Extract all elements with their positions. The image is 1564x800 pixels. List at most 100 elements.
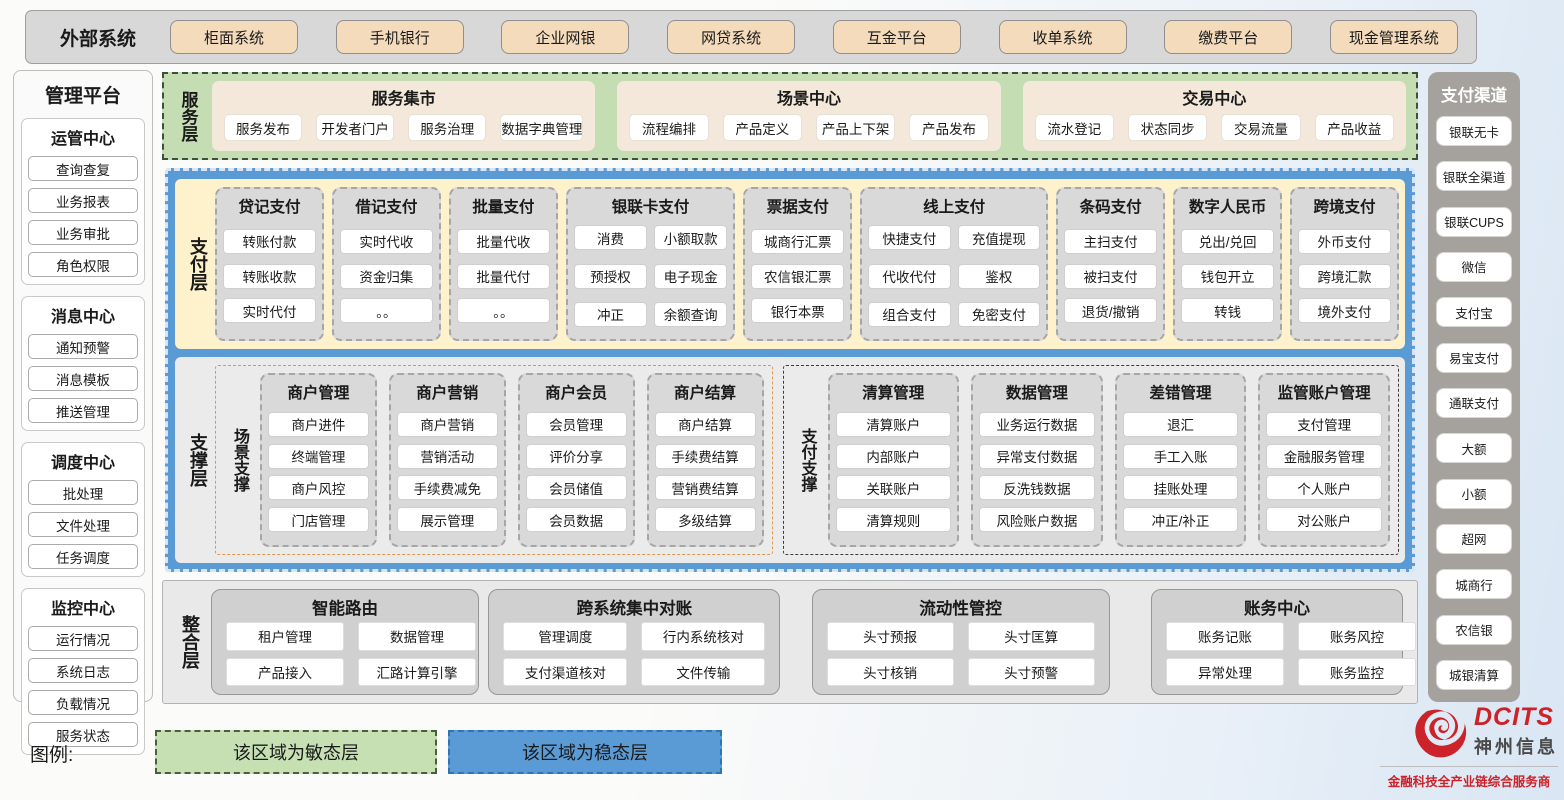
payment-item-button[interactable]: 代收代付: [868, 263, 951, 289]
payment-item-button[interactable]: 电子现金: [654, 263, 728, 289]
support-item-button[interactable]: 退汇: [1122, 411, 1239, 437]
support-item-button[interactable]: 金融服务管理: [1266, 443, 1382, 469]
service-item-button[interactable]: 数据字典管理: [500, 114, 584, 141]
payment-item-button[interactable]: 组合支付: [868, 301, 951, 327]
management-item-button[interactable]: 服务状态: [28, 722, 138, 747]
management-item-button[interactable]: 业务审批: [28, 220, 138, 245]
integration-item-button[interactable]: 支付渠道核对: [503, 657, 628, 686]
payment-item-button[interactable]: 鉴权: [957, 263, 1041, 289]
support-item-button[interactable]: 关联账户: [835, 475, 952, 501]
integration-item-button[interactable]: 文件传输: [641, 657, 766, 686]
payment-channel-button[interactable]: 银联无卡: [1436, 116, 1512, 146]
service-item-button[interactable]: 产品收益: [1314, 114, 1394, 141]
support-item-button[interactable]: 商户营销: [396, 411, 498, 437]
payment-channel-button[interactable]: 城商行: [1436, 569, 1512, 600]
external-system-button[interactable]: 柜面系统: [170, 20, 298, 54]
support-item-button[interactable]: 展示管理: [396, 507, 498, 533]
integration-item-button[interactable]: 租户管理: [226, 622, 344, 651]
management-item-button[interactable]: 文件处理: [28, 512, 138, 537]
management-item-button[interactable]: 任务调度: [28, 544, 138, 569]
external-system-button[interactable]: 网贷系统: [667, 20, 796, 54]
payment-item-button[interactable]: 实时代付: [223, 298, 316, 324]
payment-item-button[interactable]: 余额查询: [654, 301, 728, 327]
support-item-button[interactable]: 营销活动: [396, 443, 498, 469]
payment-channel-button[interactable]: 支付宝: [1436, 297, 1512, 328]
support-item-button[interactable]: 反洗钱数据: [979, 475, 1095, 501]
support-item-button[interactable]: 清算规则: [835, 507, 952, 533]
management-item-button[interactable]: 系统日志: [28, 658, 138, 683]
service-item-button[interactable]: 流程编排: [629, 114, 709, 141]
management-item-button[interactable]: 批处理: [28, 480, 138, 505]
payment-item-button[interactable]: 跨境汇款: [1298, 263, 1392, 289]
integration-item-button[interactable]: 账务监控: [1297, 657, 1416, 686]
service-item-button[interactable]: 开发者门户: [316, 114, 395, 141]
service-item-button[interactable]: 服务治理: [408, 114, 487, 141]
payment-item-button[interactable]: 转账收款: [223, 263, 316, 289]
external-system-button[interactable]: 手机银行: [335, 20, 464, 54]
integration-item-button[interactable]: 产品接入: [226, 657, 344, 686]
payment-item-button[interactable]: 预授权: [573, 263, 648, 289]
service-item-button[interactable]: 服务发布: [224, 114, 303, 141]
payment-item-button[interactable]: 被扫支付: [1064, 263, 1158, 289]
integration-item-button[interactable]: 账务记账: [1165, 622, 1284, 651]
payment-item-button[interactable]: 批量代收: [456, 228, 550, 254]
payment-item-button[interactable]: 免密支付: [957, 301, 1041, 327]
integration-item-button[interactable]: 行内系统核对: [641, 622, 766, 651]
payment-item-button[interactable]: 转钱: [1181, 298, 1275, 324]
support-item-button[interactable]: 挂账处理: [1122, 475, 1239, 501]
management-item-button[interactable]: 业务报表: [28, 188, 138, 213]
payment-item-button[interactable]: 境外支付: [1298, 298, 1392, 324]
external-system-button[interactable]: 企业网银: [501, 20, 630, 54]
support-item-button[interactable]: 内部账户: [835, 443, 952, 469]
management-item-button[interactable]: 负载情况: [28, 690, 138, 715]
payment-item-button[interactable]: 退货/撤销: [1064, 298, 1158, 324]
support-item-button[interactable]: 门店管理: [268, 507, 369, 533]
service-item-button[interactable]: 交易流量: [1221, 114, 1301, 141]
payment-channel-button[interactable]: 通联支付: [1436, 387, 1512, 418]
payment-item-button[interactable]: 充值提现: [957, 225, 1041, 251]
support-item-button[interactable]: 会员储值: [525, 475, 627, 501]
integration-item-button[interactable]: 头寸预警: [967, 657, 1095, 686]
management-item-button[interactable]: 通知预警: [28, 334, 138, 359]
payment-item-button[interactable]: 钱包开立: [1181, 263, 1275, 289]
payment-channel-button[interactable]: 易宝支付: [1436, 342, 1512, 373]
management-item-button[interactable]: 消息模板: [28, 366, 138, 391]
support-item-button[interactable]: 会员管理: [525, 411, 627, 437]
payment-item-button[interactable]: 。。: [339, 298, 433, 324]
payment-item-button[interactable]: 城商行汇票: [751, 228, 845, 254]
support-item-button[interactable]: 评价分享: [525, 443, 627, 469]
payment-item-button[interactable]: 兑出/兑回: [1181, 228, 1275, 254]
payment-item-button[interactable]: 主扫支付: [1064, 228, 1158, 254]
support-item-button[interactable]: 商户风控: [268, 475, 369, 501]
payment-item-button[interactable]: 转账付款: [223, 228, 316, 254]
support-item-button[interactable]: 清算账户: [835, 411, 952, 437]
payment-item-button[interactable]: 。。: [456, 298, 550, 324]
support-item-button[interactable]: 营销费结算: [654, 475, 756, 501]
service-item-button[interactable]: 产品发布: [909, 114, 989, 141]
support-item-button[interactable]: 个人账户: [1266, 475, 1382, 501]
service-item-button[interactable]: 流水登记: [1034, 114, 1114, 141]
payment-item-button[interactable]: 银行本票: [751, 298, 845, 324]
payment-item-button[interactable]: 小额取款: [654, 225, 728, 251]
support-item-button[interactable]: 商户结算: [654, 411, 756, 437]
support-item-button[interactable]: 支付管理: [1266, 411, 1382, 437]
payment-channel-button[interactable]: 银联全渠道: [1436, 161, 1512, 192]
integration-item-button[interactable]: 头寸匡算: [967, 622, 1095, 651]
support-item-button[interactable]: 手工入账: [1122, 443, 1239, 469]
integration-item-button[interactable]: 数据管理: [358, 622, 476, 651]
payment-item-button[interactable]: 批量代付: [456, 263, 550, 289]
payment-item-button[interactable]: 快捷支付: [868, 225, 951, 251]
support-item-button[interactable]: 手续费减免: [396, 475, 498, 501]
support-item-button[interactable]: 异常支付数据: [979, 443, 1095, 469]
support-item-button[interactable]: 终端管理: [268, 443, 369, 469]
payment-channel-button[interactable]: 银联CUPS: [1436, 206, 1512, 237]
payment-channel-button[interactable]: 城银清算: [1436, 659, 1512, 690]
payment-item-button[interactable]: 资金归集: [339, 263, 433, 289]
service-item-button[interactable]: 产品定义: [722, 114, 802, 141]
management-item-button[interactable]: 运行情况: [28, 626, 138, 651]
management-item-button[interactable]: 角色权限: [28, 252, 138, 277]
payment-channel-button[interactable]: 小额: [1436, 478, 1512, 509]
payment-item-button[interactable]: 实时代收: [339, 228, 433, 254]
management-item-button[interactable]: 推送管理: [28, 398, 138, 423]
support-item-button[interactable]: 业务运行数据: [979, 411, 1095, 437]
